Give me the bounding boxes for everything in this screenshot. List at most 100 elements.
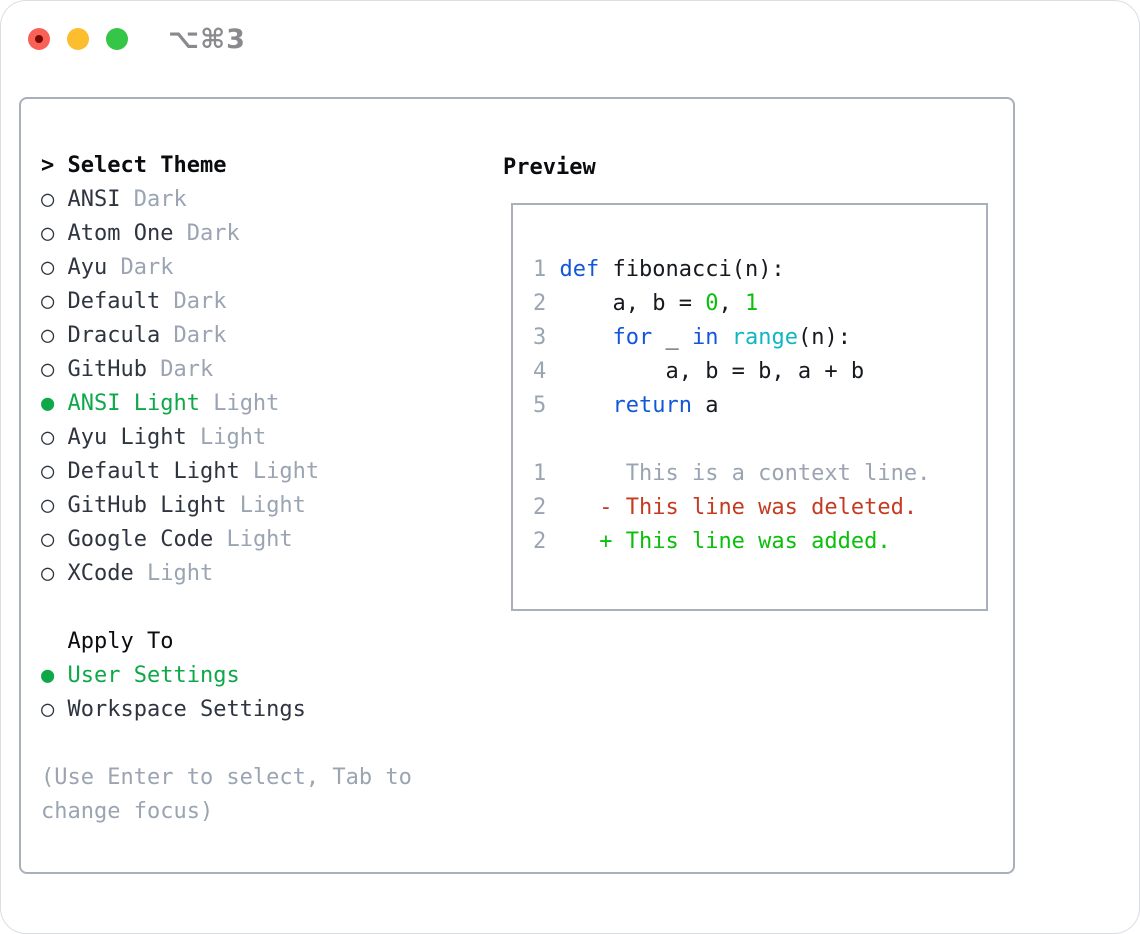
radio-unselected-icon: ○: [41, 493, 68, 518]
code-line: 5 return a: [533, 389, 930, 423]
cursor-marker: >: [41, 153, 68, 178]
code-token: - This line was deleted.: [599, 495, 918, 520]
code-line: 2 a, b = 0, 1: [533, 287, 930, 321]
radio-unselected-icon: ○: [41, 561, 68, 586]
code-token: def: [559, 257, 600, 282]
theme-option-ayu[interactable]: ○ Ayu Dark: [41, 251, 412, 285]
theme-option-xcode[interactable]: ○ XCode Light: [41, 557, 412, 591]
line-number: 1: [533, 461, 547, 486]
theme-name: ANSI: [67, 187, 121, 212]
theme-name: Atom One: [67, 221, 174, 246]
code-token: [546, 529, 599, 554]
code-token: in: [691, 325, 719, 350]
code-token: a, b = b, a + b: [546, 359, 865, 384]
radio-selected-icon: ●: [41, 391, 68, 416]
radio-unselected-icon: ○: [41, 527, 68, 552]
code-token: 0: [705, 291, 719, 316]
apply-to-label: Apply To: [67, 629, 174, 654]
help-text: change focus): [41, 799, 214, 824]
code-line: [533, 423, 930, 457]
theme-name: GitHub: [67, 357, 147, 382]
help-text-line: change focus): [41, 795, 412, 829]
code-line: 1 def fibonacci(n):: [533, 253, 930, 287]
theme-option-default-light[interactable]: ○ Default Light Light: [41, 455, 412, 489]
code-token: [546, 495, 599, 520]
code-token: for: [612, 325, 653, 350]
theme-variant: Light: [226, 493, 306, 518]
close-button[interactable]: [28, 28, 50, 50]
theme-name: XCode: [67, 561, 134, 586]
window-title: ⌥⌘3: [168, 23, 246, 55]
theme-name: GitHub Light: [67, 493, 227, 518]
code-token: a, b =: [546, 291, 706, 316]
code-token: range: [731, 325, 798, 350]
theme-option-github[interactable]: ○ GitHub Dark: [41, 353, 412, 387]
theme-variant: Dark: [120, 187, 187, 212]
theme-option-github-light[interactable]: ○ GitHub Light Light: [41, 489, 412, 523]
theme-variant: Dark: [160, 323, 227, 348]
code-token: return: [612, 393, 692, 418]
select-theme-label: Select Theme: [67, 153, 227, 178]
apply-option-user-settings[interactable]: ● User Settings: [41, 659, 412, 693]
radio-selected-icon: ●: [41, 663, 68, 688]
window-titlebar: ⌥⌘3: [28, 24, 246, 55]
help-text: (Use Enter to select, Tab to: [41, 765, 412, 790]
code-token: 1: [744, 291, 759, 316]
line-number: 2: [533, 529, 547, 554]
code-token: ,: [718, 291, 745, 316]
theme-name: Ayu: [67, 255, 108, 280]
theme-variant: Dark: [107, 255, 174, 280]
help-text-line: (Use Enter to select, Tab to: [41, 761, 412, 795]
preview-heading: Preview: [503, 155, 596, 180]
radio-unselected-icon: ○: [41, 187, 68, 212]
theme-variant: Light: [199, 391, 280, 416]
theme-option-atom-one[interactable]: ○ Atom One Dark: [41, 217, 412, 251]
theme-option-dracula[interactable]: ○ Dracula Dark: [41, 319, 412, 353]
radio-unselected-icon: ○: [41, 697, 68, 722]
apply-to-header: Apply To: [41, 625, 412, 659]
code-line: 3 for _ in range(n):: [533, 321, 930, 355]
code-token: + This line was added.: [599, 529, 891, 554]
theme-variant: Dark: [160, 289, 227, 314]
line-number: 3: [533, 325, 547, 350]
radio-unselected-icon: ○: [41, 425, 68, 450]
code-token: [546, 257, 559, 282]
theme-option-default[interactable]: ○ Default Dark: [41, 285, 412, 319]
theme-variant: Dark: [173, 221, 240, 246]
theme-option-google-code[interactable]: ○ Google Code Light: [41, 523, 412, 557]
theme-name: ANSI Light: [67, 391, 200, 416]
line-number: 4: [533, 359, 547, 384]
code-token: _: [652, 325, 692, 350]
line-number: 5: [533, 393, 547, 418]
apply-option-workspace-settings[interactable]: ○ Workspace Settings: [41, 693, 412, 727]
theme-variant: Light: [239, 459, 320, 484]
theme-name: Google Code: [67, 527, 214, 552]
code-line: 2 + This line was added.: [533, 525, 930, 559]
theme-variant: Light: [133, 561, 214, 586]
code-line: 2 - This line was deleted.: [533, 491, 930, 525]
minimize-button[interactable]: [67, 28, 89, 50]
theme-variant: Light: [213, 527, 293, 552]
radio-unselected-icon: ○: [41, 357, 68, 382]
code-token: a: [691, 393, 719, 418]
line-number: 1: [533, 257, 547, 282]
theme-name: Ayu Light: [67, 425, 187, 450]
radio-unselected-icon: ○: [41, 221, 68, 246]
zoom-button[interactable]: [106, 28, 128, 50]
code-token: [546, 393, 612, 418]
indent: [41, 629, 68, 654]
line-number: 2: [533, 495, 547, 520]
apply-option-name: Workspace Settings: [67, 697, 306, 722]
theme-option-ansi-light[interactable]: ● ANSI Light Light: [41, 387, 412, 421]
radio-unselected-icon: ○: [41, 255, 68, 280]
theme-option-ayu-light[interactable]: ○ Ayu Light Light: [41, 421, 412, 455]
spacer: [41, 727, 412, 761]
code-token: [718, 325, 731, 350]
radio-unselected-icon: ○: [41, 459, 68, 484]
theme-option-ansi[interactable]: ○ ANSI Dark: [41, 183, 412, 217]
theme-selector-panel: > Select Theme○ ANSI Dark○ Atom One Dark…: [19, 97, 1015, 874]
theme-name: Default Light: [67, 459, 240, 484]
